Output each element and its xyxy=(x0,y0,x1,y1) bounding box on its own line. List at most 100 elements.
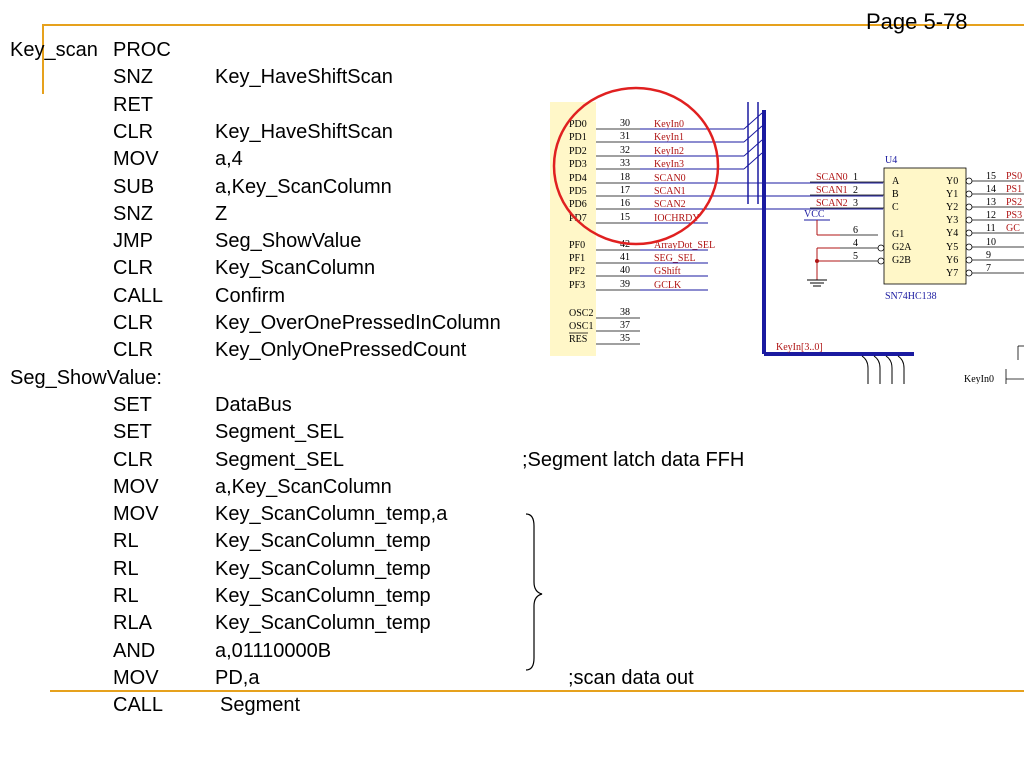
code-line: MOV Key_ScanColumn_temp,a xyxy=(0,501,1000,528)
decoder-out-net: GC xyxy=(1006,223,1020,234)
code-comment: ;scan data out xyxy=(568,666,694,689)
decoder-in-pin-number: 3 xyxy=(853,198,858,209)
mcu-pin-number: 41 xyxy=(620,252,630,263)
code-opcode: CLR xyxy=(113,120,154,143)
code-operand: Key_HaveShiftScan xyxy=(215,66,393,89)
code-operand: Key_ScanColumn_temp xyxy=(215,612,431,635)
decoder-in-pin: G2A xyxy=(892,242,912,253)
mcu-pin-number: 37 xyxy=(620,320,630,331)
decoder-out-pin: Y4 xyxy=(946,228,958,239)
code-operand: Key_ScanColumn_temp xyxy=(215,530,431,553)
code-opcode: JMP xyxy=(113,230,153,253)
mcu-net-label: IOCHRDY xyxy=(654,213,700,224)
left-rule xyxy=(42,24,44,94)
bus-tap xyxy=(885,355,893,384)
decoder-out-pin-number: 14 xyxy=(986,184,996,195)
code-operand: Key_HaveShiftScan xyxy=(215,120,393,143)
mcu-pin-number: 39 xyxy=(620,279,630,290)
mcu-pin-label: PF3 xyxy=(569,280,585,291)
mcu-net-label: KeyIn0 xyxy=(654,119,684,130)
mcu-net-label: SEG_SEL xyxy=(654,253,696,264)
code-opcode: SET xyxy=(113,393,152,416)
decoder-out-pin-number: 7 xyxy=(986,263,991,274)
code-line: CLR Key_HaveShiftScan xyxy=(0,119,1000,146)
code-opcode: CALL xyxy=(113,284,164,307)
decoder-out-pin: Y0 xyxy=(946,176,958,187)
mcu-net-label: SCAN1 xyxy=(654,186,686,197)
code-opcode: RL xyxy=(113,557,139,580)
bus-label: KeyIn[3..0] xyxy=(776,342,823,353)
code-opcode: RLA xyxy=(113,612,152,635)
mcu-pin-label: PF1 xyxy=(569,253,585,264)
code-operand: Key_ScanColumn_temp,a xyxy=(215,503,448,526)
code-opcode: RL xyxy=(113,585,139,607)
decoder-out-net: PS0 xyxy=(1006,171,1022,182)
decoder-out-pin-number: 12 xyxy=(986,210,996,221)
decoder-out-net: PS3 xyxy=(1006,210,1022,221)
mcu-pin-label: PD6 xyxy=(569,199,587,210)
mcu-pin-label: PD1 xyxy=(569,132,587,143)
bus-entry xyxy=(743,112,763,130)
page-number: Page 5-78 xyxy=(866,9,968,34)
mcu-net-label: SCAN0 xyxy=(654,173,686,184)
code-opcode: CLR xyxy=(113,448,154,471)
decoder-in-pin: A xyxy=(892,176,900,187)
inversion-bubble xyxy=(965,216,973,224)
decoder-out-net: PS2 xyxy=(1006,197,1022,208)
bus-entry xyxy=(743,125,763,143)
mcu-net-label: GCLK xyxy=(654,280,682,291)
code-opcode: CLR xyxy=(113,339,154,362)
bus-tap xyxy=(861,355,869,384)
inversion-bubble xyxy=(965,190,973,198)
code-operand: a,01110000B xyxy=(215,639,332,662)
highlight-circle xyxy=(552,86,720,246)
bottom-rule xyxy=(50,690,1024,692)
code-operand: Key_ScanColumn_temp xyxy=(215,557,431,580)
mcu-pin-label: PF0 xyxy=(569,240,585,251)
inversion-bubble xyxy=(965,229,973,237)
mcu-pin-number: 16 xyxy=(620,198,630,209)
code-line: RL Key_ScanColumn_temp xyxy=(0,556,1000,583)
code-opcode: RET xyxy=(113,93,153,116)
mcu-net-label: SCAN2 xyxy=(654,199,686,210)
decoder-in-pin-number: 6 xyxy=(853,225,858,236)
code-operand: a,Key_ScanColumn xyxy=(215,175,392,198)
code-operand: Confirm xyxy=(215,284,286,307)
code-opcode: SET xyxy=(113,421,152,444)
inversion-bubble xyxy=(877,244,885,252)
decoder-out-pin: Y7 xyxy=(946,268,958,279)
inversion-bubble xyxy=(965,177,973,185)
decoder-body xyxy=(883,167,967,285)
decoder-out-pin-number: 13 xyxy=(986,197,996,208)
decoder-in-pin: B xyxy=(892,189,899,200)
code-comment: ;Segment latch data FFH xyxy=(522,448,745,471)
code-operand: Key_ScanColumn xyxy=(215,257,376,280)
code-opcode: MOV xyxy=(113,666,159,689)
decoder-out-pin-number: 10 xyxy=(986,237,996,248)
mcu-pin-label: PD4 xyxy=(569,173,587,184)
top-rule xyxy=(42,24,1024,26)
mcu-pin-number: 40 xyxy=(620,265,630,276)
mcu-pin-label: OSC2 xyxy=(569,308,593,319)
code-opcode: CALL xyxy=(113,694,164,717)
code-opcode: CLR xyxy=(113,257,154,280)
decoder-out-pin-number: 9 xyxy=(986,250,991,261)
inversion-bubble xyxy=(965,269,973,277)
code-opcode: MOV xyxy=(113,503,159,526)
bus-tap xyxy=(873,355,881,384)
code-opcode: CLR xyxy=(113,312,154,334)
